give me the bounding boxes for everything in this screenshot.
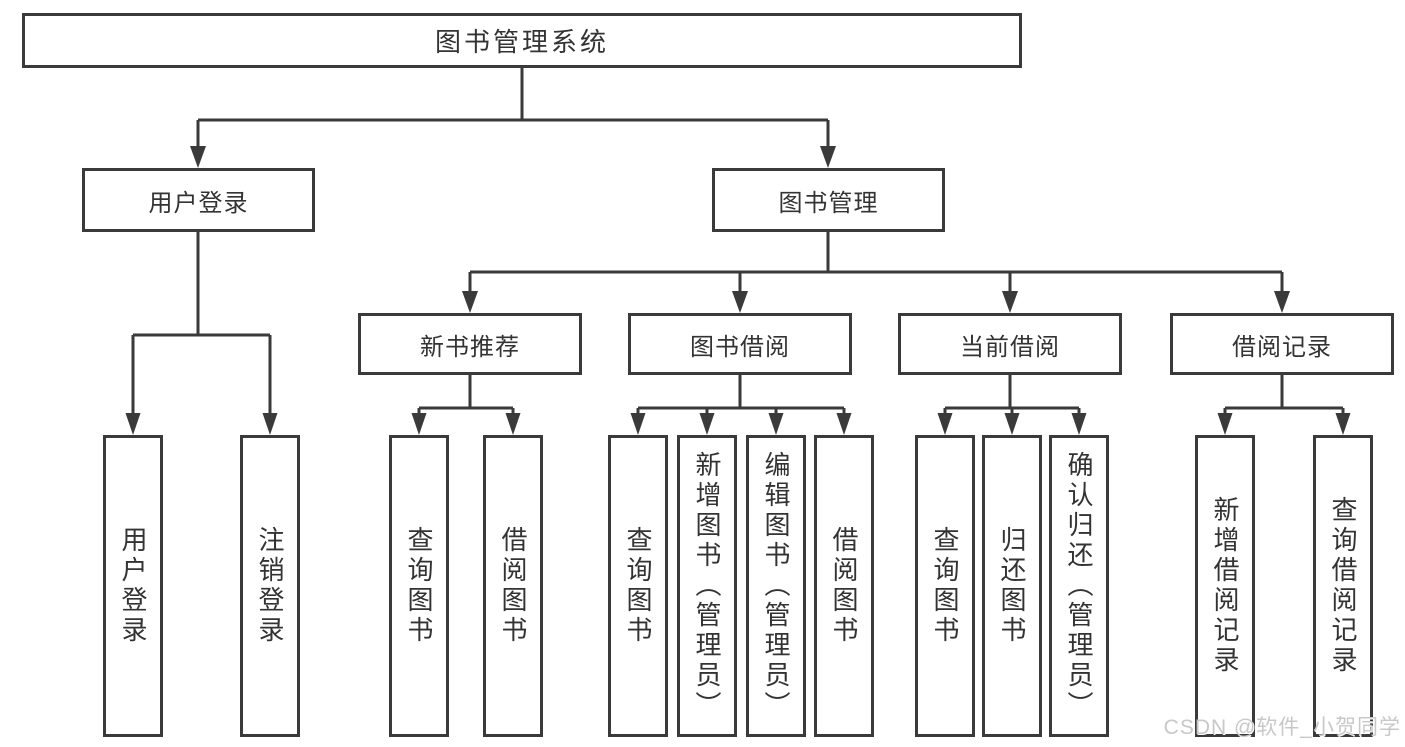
leaf-confirm-return-admin: 确认归还（管理员）	[1049, 435, 1109, 737]
node-book-management: 图书管理	[712, 168, 945, 232]
node-book-borrowing: 图书借阅	[628, 313, 852, 375]
leaf-user-login-label: 用户登录	[118, 526, 148, 646]
leaf-borrow-books-2-label: 借阅图书	[829, 526, 859, 646]
leaf-borrow-books-1: 借阅图书	[483, 435, 543, 737]
leaf-edit-books-admin: 编辑图书（管理员）	[746, 435, 806, 737]
node-book-management-label: 图书管理	[778, 189, 879, 217]
leaf-return-books: 归还图书	[982, 435, 1042, 737]
leaf-query-borrow-record: 查询借阅记录	[1313, 435, 1373, 737]
node-root-label: 图书管理系统	[434, 27, 609, 57]
node-user-login-label: 用户登录	[148, 189, 249, 217]
leaf-logout: 注销登录	[240, 435, 300, 737]
leaf-borrow-books-2: 借阅图书	[814, 435, 874, 737]
node-user-login: 用户登录	[82, 168, 315, 232]
leaf-add-borrow-record-label: 新增借阅记录	[1210, 496, 1240, 676]
leaf-query-books-2-label: 查询图书	[623, 526, 653, 646]
leaf-confirm-return-admin-label: 确认归还（管理员）	[1064, 451, 1094, 721]
leaf-query-books-2: 查询图书	[608, 435, 668, 737]
node-new-book-recommend: 新书推荐	[358, 313, 582, 375]
node-root-system: 图书管理系统	[22, 13, 1022, 68]
arrowheads	[125, 146, 1351, 435]
node-new-book-recommend-label: 新书推荐	[420, 333, 520, 361]
node-current-borrowing: 当前借阅	[898, 313, 1122, 375]
csdn-watermark: CSDN @软件_小贺同学	[1163, 716, 1401, 739]
leaf-query-books-3: 查询图书	[915, 435, 975, 737]
node-borrowing-records: 借阅记录	[1170, 313, 1394, 375]
node-current-borrowing-label: 当前借阅	[960, 333, 1060, 361]
node-borrowing-records-label: 借阅记录	[1232, 333, 1332, 361]
leaf-borrow-books-1-label: 借阅图书	[498, 526, 528, 646]
leaf-edit-books-admin-label: 编辑图书（管理员）	[761, 451, 791, 721]
leaf-add-books-admin-label: 新增图书（管理员）	[692, 451, 722, 721]
leaf-logout-label: 注销登录	[255, 526, 285, 646]
leaf-query-borrow-record-label: 查询借阅记录	[1328, 496, 1358, 676]
leaf-user-login: 用户登录	[103, 435, 163, 737]
leaf-query-books-1: 查询图书	[389, 435, 449, 737]
node-book-borrowing-label: 图书借阅	[690, 333, 790, 361]
leaf-query-books-3-label: 查询图书	[930, 526, 960, 646]
leaf-query-books-1-label: 查询图书	[404, 526, 434, 646]
leaf-return-books-label: 归还图书	[997, 526, 1027, 646]
leaf-add-books-admin: 新增图书（管理员）	[677, 435, 737, 737]
leaf-add-borrow-record: 新增借阅记录	[1195, 435, 1255, 737]
